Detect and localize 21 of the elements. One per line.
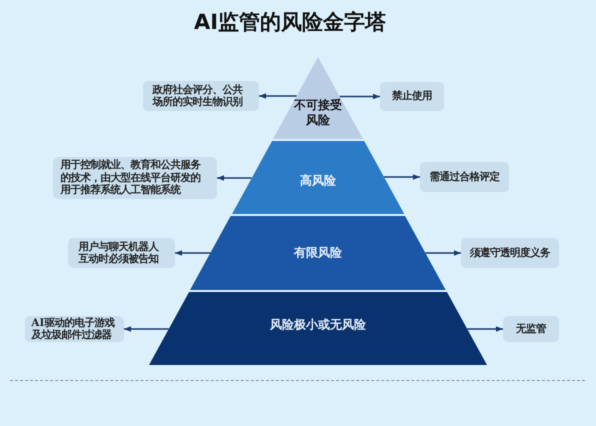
arrow xyxy=(175,250,210,256)
tier-label: 不可接受风险 xyxy=(292,98,343,128)
callout-box: 用户与聊天机器人互动时必须被告知 xyxy=(68,238,175,268)
callout-box: 须遵守透明度义务 xyxy=(461,238,559,268)
arrow xyxy=(467,326,503,332)
tier-label: 风险极小或无风险 xyxy=(270,318,366,332)
tier-label: 高风险 xyxy=(300,174,336,188)
tier-label: 有限风险 xyxy=(294,246,342,260)
arrow xyxy=(384,174,420,180)
arrow xyxy=(340,94,380,100)
arrow xyxy=(259,93,297,99)
callout-box: 政府社会评分、公共场所的实时生物识别 xyxy=(143,81,259,111)
arrow xyxy=(217,175,252,181)
callout-box: 禁止使用 xyxy=(380,82,444,111)
callout-box: 用于控制就业、教育和公共服务的技术，由大型在线平台研发的用于推荐系统人工智能系统 xyxy=(53,157,217,199)
title: AI监管的风险金字塔 xyxy=(194,9,386,35)
callout-box: 无监管 xyxy=(503,316,559,342)
arrow xyxy=(124,326,169,332)
callout-box: 需通过合格评定 xyxy=(420,162,509,192)
callout-box: AI驱动的电子游戏及垃圾邮件过滤器 xyxy=(25,316,124,342)
arrow xyxy=(426,250,461,256)
